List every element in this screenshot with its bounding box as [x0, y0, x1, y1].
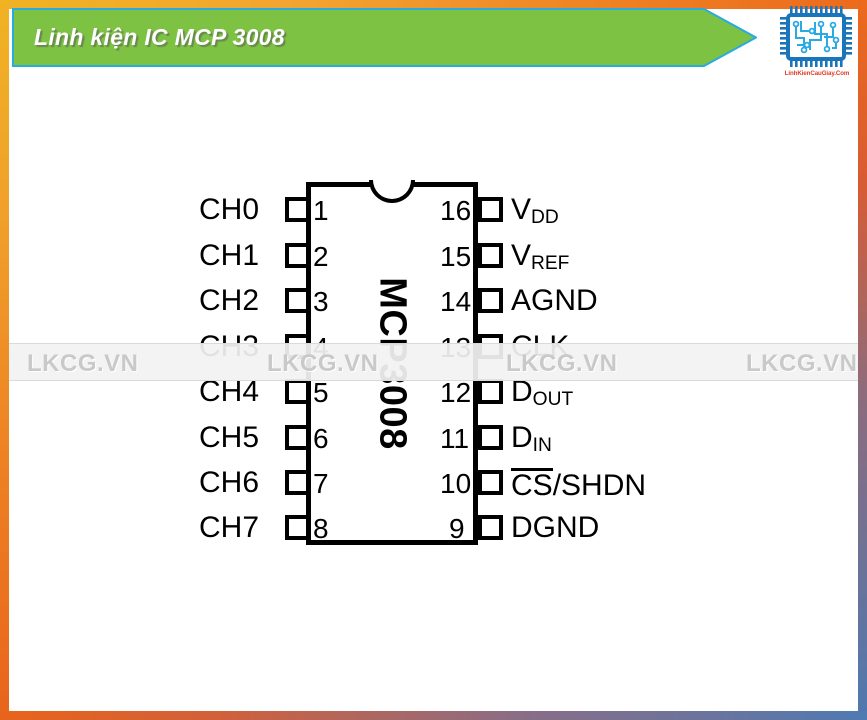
page-border-bottom [0, 711, 867, 720]
pin-number-2: 2 [313, 241, 329, 272]
pin-pad-5[interactable] [285, 379, 310, 404]
pin-label-ch2: CH2 [199, 284, 260, 317]
pin-number-11: 11 [440, 423, 470, 454]
pin-label-ch1: CH1 [199, 239, 260, 272]
page-border-left [0, 0, 9, 720]
pin-label-vref: VREF [511, 239, 570, 275]
cs-suffix-text: /SHDN [552, 469, 647, 502]
pin-pad-15[interactable] [478, 243, 503, 268]
banner-arrow-shape [12, 8, 757, 67]
pin-pad-16[interactable] [478, 197, 503, 222]
pin-pad-8[interactable] [285, 515, 310, 540]
pin-label-clk: CLK [511, 330, 570, 363]
pin-number-13: 13 [440, 332, 472, 363]
pin-label-dgnd: DGND [511, 511, 600, 544]
pin-number-4: 4 [313, 332, 329, 363]
pin-pad-11[interactable] [478, 425, 503, 450]
pin-number-7: 7 [313, 468, 329, 499]
logo-caption: LinhKienCauGiay.Com [784, 70, 850, 77]
pin-pad-13[interactable] [478, 334, 503, 359]
page-border-top [0, 0, 867, 9]
pin-label-cs-shdn: CS/SHDN [511, 468, 646, 501]
ic-chip-icon [780, 6, 852, 67]
pin-number-10: 10 [440, 468, 472, 499]
pin-label-ch7: CH7 [199, 511, 260, 544]
pin-label-ch3: CH3 [199, 330, 260, 363]
brand-logo[interactable]: LinhKienCauGiay.Com [777, 4, 857, 82]
pin-number-15: 15 [440, 241, 472, 272]
pin-pad-3[interactable] [285, 288, 310, 313]
pin-number-8: 8 [313, 513, 329, 544]
pin-label-ch0: CH0 [199, 193, 260, 226]
pin-pad-6[interactable] [285, 425, 310, 450]
pin-pad-10[interactable] [478, 470, 503, 495]
pin-number-16: 16 [440, 195, 472, 226]
pin-label-din: DIN [511, 421, 552, 457]
pin-number-5: 5 [313, 377, 329, 408]
pin-pad-4[interactable] [285, 334, 310, 359]
pin-number-1: 1 [313, 195, 329, 226]
page-border-right [858, 0, 867, 720]
pin-label-vdd: VDD [511, 193, 559, 229]
pin-number-9: 9 [449, 513, 465, 544]
pin-number-14: 14 [440, 286, 472, 317]
pin-pad-7[interactable] [285, 470, 310, 495]
pin-pad-14[interactable] [478, 288, 503, 313]
pin-number-12: 12 [440, 377, 472, 408]
pin-number-3: 3 [313, 286, 329, 317]
pin-label-ch5: CH5 [199, 421, 260, 454]
pin-label-agnd: AGND [511, 284, 598, 317]
pin-label-ch4: CH4 [199, 375, 260, 408]
pin-pad-9[interactable] [478, 515, 503, 540]
pin-pad-1[interactable] [285, 197, 310, 222]
pin-pad-12[interactable] [478, 379, 503, 404]
cs-overline-text: CS [511, 468, 553, 502]
pin-number-6: 6 [313, 423, 329, 454]
pin-pad-2[interactable] [285, 243, 310, 268]
pin-label-ch6: CH6 [199, 466, 260, 499]
pin-label-dout: DOUT [511, 375, 574, 411]
